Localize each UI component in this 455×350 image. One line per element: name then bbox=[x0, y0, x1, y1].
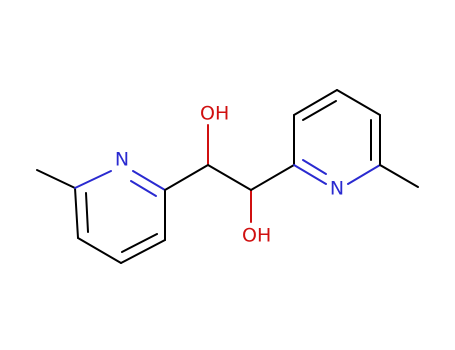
bond bbox=[77, 237, 122, 264]
bond bbox=[293, 164, 327, 185]
bond bbox=[250, 164, 295, 191]
bond bbox=[302, 159, 327, 175]
atom-label-oh-upper: OH bbox=[200, 103, 229, 125]
bond bbox=[347, 164, 381, 185]
bond bbox=[85, 192, 89, 233]
bond bbox=[207, 164, 252, 191]
bond bbox=[164, 164, 209, 191]
right-pyridine-ring bbox=[293, 89, 419, 188]
bond bbox=[74, 187, 79, 239]
bond bbox=[121, 233, 158, 253]
atom-label-n2: N bbox=[330, 178, 344, 200]
atom-label-n1: N bbox=[115, 149, 129, 171]
bond bbox=[132, 170, 166, 191]
bond bbox=[379, 164, 419, 188]
bond bbox=[74, 170, 112, 189]
bond bbox=[293, 89, 338, 116]
left-pyridine-ring bbox=[36, 169, 166, 264]
bond bbox=[302, 100, 337, 121]
bond bbox=[36, 169, 76, 189]
bond bbox=[336, 89, 381, 116]
bond bbox=[120, 239, 166, 264]
atom-label-oh-lower: OH bbox=[242, 225, 271, 247]
diol-chain bbox=[164, 124, 295, 223]
bond bbox=[130, 180, 157, 197]
